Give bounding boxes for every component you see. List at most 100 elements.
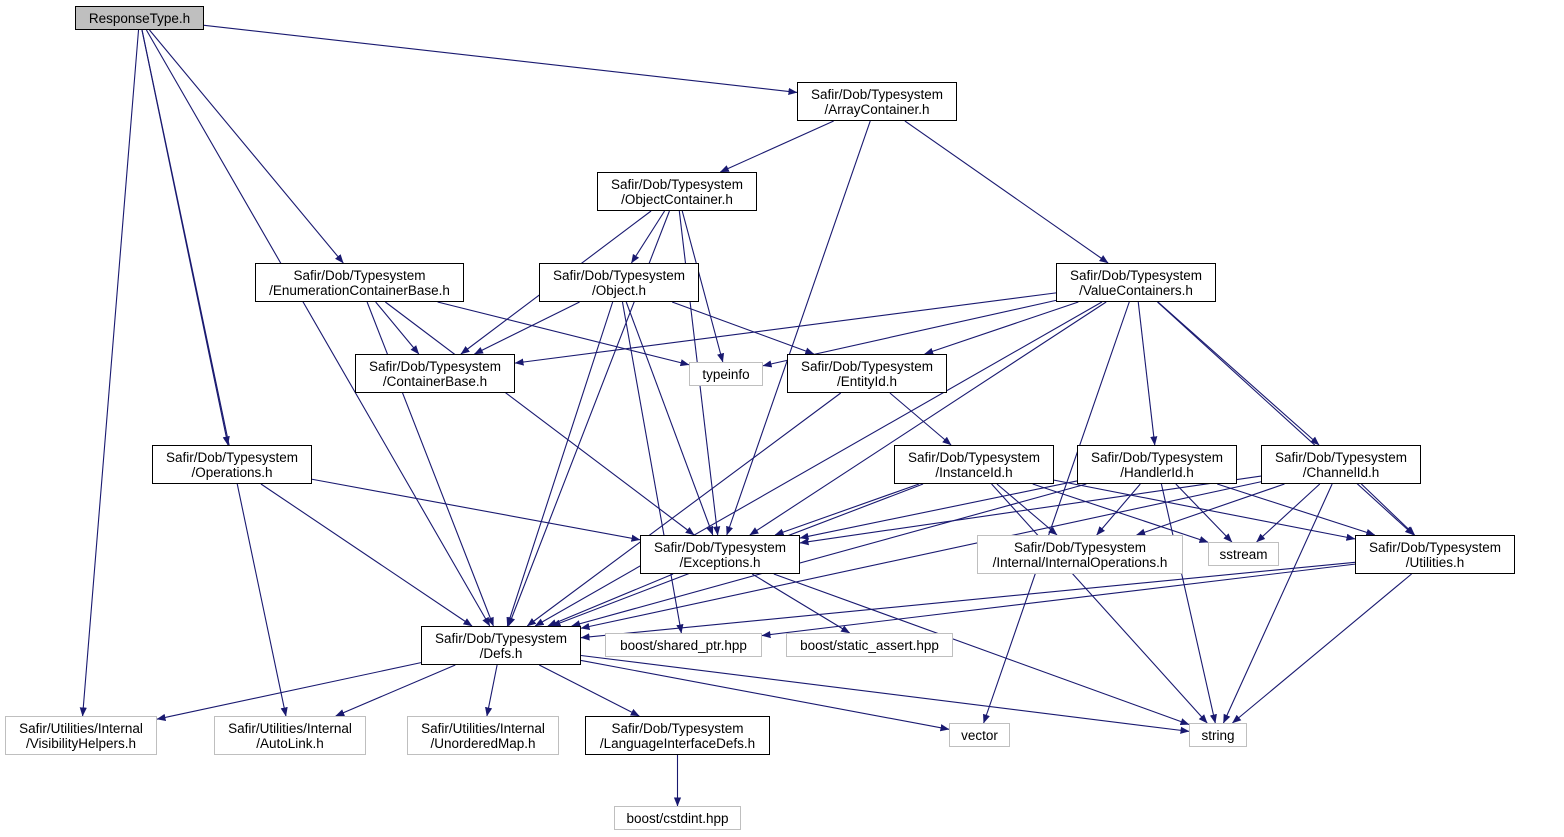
edge-enum-container-base-to-container-base bbox=[375, 301, 420, 355]
node-label: boost/shared_ptr.hpp bbox=[620, 637, 747, 653]
node-operations[interactable]: Safir/Dob/Typesystem /Operations.h bbox=[152, 445, 312, 484]
edge-instance-id-to-utilities bbox=[1053, 479, 1356, 541]
node-label: /HandlerId.h bbox=[1120, 464, 1194, 480]
edge-channel-id-to-string bbox=[1222, 483, 1333, 724]
node-label: /VisibilityHelpers.h bbox=[25, 735, 137, 751]
node-visibility-helpers: Safir/Utilities/Internal /VisibilityHelp… bbox=[5, 716, 157, 755]
edge-object-to-shared-ptr bbox=[621, 301, 684, 634]
edge-array-container-to-object-container bbox=[719, 120, 834, 173]
node-label: Safir/Dob/Typesystem bbox=[552, 267, 686, 283]
node-instance-id[interactable]: Safir/Dob/Typesystem /InstanceId.h bbox=[894, 445, 1054, 484]
edge-channel-id-to-exceptions bbox=[799, 475, 1262, 546]
node-exceptions[interactable]: Safir/Dob/Typesystem /Exceptions.h bbox=[640, 535, 800, 574]
node-label: /LanguageInterfaceDefs.h bbox=[599, 735, 756, 751]
edge-exceptions-to-string bbox=[773, 573, 1190, 726]
node-label: Safir/Dob/Typesystem bbox=[1368, 539, 1502, 555]
edge-object-to-defs bbox=[506, 301, 614, 627]
node-language-interface-defs[interactable]: Safir/Dob/Typesystem /LanguageInterfaceD… bbox=[585, 716, 770, 755]
edge-value-containers-to-container-base bbox=[514, 292, 1057, 366]
node-value-containers[interactable]: Safir/Dob/Typesystem /ValueContainers.h bbox=[1056, 263, 1216, 302]
node-label: Safir/Dob/Typesystem bbox=[907, 449, 1041, 465]
edge-operations-to-exceptions bbox=[311, 478, 641, 542]
node-label: /ChannelId.h bbox=[1302, 464, 1380, 480]
node-label: /Defs.h bbox=[479, 645, 523, 661]
edge-handler-id-to-string bbox=[1160, 483, 1217, 724]
edge-value-containers-to-defs bbox=[534, 301, 1103, 627]
node-entity-id[interactable]: Safir/Dob/Typesystem /EntityId.h bbox=[787, 354, 947, 393]
edge-defs-to-language-interface-defs bbox=[538, 664, 640, 717]
node-label: Safir/Dob/Typesystem bbox=[800, 358, 934, 374]
node-label: boost/static_assert.hpp bbox=[800, 637, 939, 653]
edge-response-type-to-array-container bbox=[203, 24, 798, 96]
node-label: Safir/Dob/Typesystem bbox=[1013, 539, 1147, 555]
edge-channel-id-to-sstream bbox=[1256, 483, 1321, 543]
node-label: ResponseType.h bbox=[88, 10, 191, 26]
edge-instance-id-to-sstream bbox=[1032, 483, 1209, 543]
node-label: /AutoLink.h bbox=[256, 735, 324, 751]
edge-entity-id-to-defs bbox=[526, 392, 842, 627]
node-label: /ContainerBase.h bbox=[382, 373, 488, 389]
node-cstdint: boost/cstdint.hpp bbox=[614, 806, 741, 830]
edge-entity-id-to-instance-id bbox=[889, 392, 952, 446]
node-label: /Exceptions.h bbox=[679, 554, 761, 570]
edge-object-to-exceptions bbox=[625, 301, 714, 536]
node-sstream: sstream bbox=[1208, 542, 1279, 566]
node-label: /EnumerationContainerBase.h bbox=[269, 282, 450, 298]
node-channel-id[interactable]: Safir/Dob/Typesystem /ChannelId.h bbox=[1261, 445, 1421, 484]
node-string: string bbox=[1189, 723, 1247, 747]
node-label: typeinfo bbox=[702, 366, 750, 382]
edge-value-containers-to-entity-id bbox=[924, 301, 1079, 355]
edge-defs-to-unordered-map bbox=[485, 664, 498, 717]
node-label: Safir/Utilities/Internal bbox=[421, 720, 545, 736]
edge-response-type-to-visibility-helpers bbox=[79, 29, 140, 717]
edge-handler-id-to-utilities bbox=[1217, 483, 1376, 536]
node-label: boost/cstdint.hpp bbox=[626, 810, 729, 826]
node-label: /Operations.h bbox=[191, 464, 273, 480]
edge-response-type-to-auto-link bbox=[141, 29, 288, 717]
node-object-container[interactable]: Safir/Dob/Typesystem /ObjectContainer.h bbox=[597, 172, 757, 211]
edge-response-type-to-enum-container-base bbox=[149, 29, 344, 264]
edge-defs-to-auto-link bbox=[335, 664, 456, 717]
node-label: /ArrayContainer.h bbox=[824, 101, 930, 117]
node-label: Safir/Dob/Typesystem bbox=[610, 176, 744, 192]
node-static-assert: boost/static_assert.hpp bbox=[786, 633, 953, 657]
node-container-base[interactable]: Safir/Dob/Typesystem /ContainerBase.h bbox=[355, 354, 515, 393]
node-label: /Utilities.h bbox=[1405, 554, 1465, 570]
edge-operations-to-defs bbox=[260, 483, 473, 627]
edge-handler-id-to-internal-operations bbox=[1096, 483, 1141, 536]
node-label: /InstanceId.h bbox=[935, 464, 1013, 480]
edge-utilities-to-defs bbox=[580, 561, 1356, 641]
edge-array-container-to-value-containers bbox=[904, 120, 1109, 264]
edge-exceptions-to-static-assert bbox=[751, 573, 851, 634]
node-label: Safir/Dob/Typesystem bbox=[653, 539, 787, 555]
node-label: Safir/Dob/Typesystem bbox=[293, 267, 426, 283]
node-label: /UnorderedMap.h bbox=[430, 735, 536, 751]
node-response-type: ResponseType.h bbox=[75, 6, 204, 30]
node-label: /Internal/InternalOperations.h bbox=[992, 554, 1168, 570]
node-label: Safir/Dob/Typesystem bbox=[1090, 449, 1224, 465]
edge-handler-id-to-exceptions bbox=[799, 480, 1078, 540]
edge-object-container-to-object bbox=[630, 210, 666, 264]
node-label: Safir/Dob/Typesystem bbox=[434, 630, 568, 646]
edge-handler-id-to-sstream bbox=[1175, 483, 1233, 543]
node-label: string bbox=[1201, 727, 1235, 743]
node-label: /EntityId.h bbox=[836, 373, 898, 389]
edge-array-container-to-exceptions bbox=[726, 120, 871, 536]
edge-value-containers-to-utilities bbox=[1157, 301, 1414, 536]
node-defs[interactable]: Safir/Dob/Typesystem /Defs.h bbox=[421, 626, 581, 665]
edge-value-containers-to-exceptions bbox=[749, 301, 1107, 536]
edge-channel-id-to-utilities bbox=[1360, 483, 1416, 536]
node-object[interactable]: Safir/Dob/Typesystem /Object.h bbox=[539, 263, 699, 302]
node-label: Safir/Utilities/Internal bbox=[228, 720, 352, 736]
edge-handler-id-to-defs bbox=[571, 483, 1087, 628]
node-label: Safir/Utilities/Internal bbox=[19, 720, 143, 736]
edge-utilities-to-string bbox=[1232, 573, 1412, 724]
edge-utilities-to-shared-ptr bbox=[761, 563, 1356, 639]
node-enumeration-container-base[interactable]: Safir/Dob/Typesystem /EnumerationContain… bbox=[255, 263, 464, 302]
node-handler-id[interactable]: Safir/Dob/Typesystem /HandlerId.h bbox=[1077, 445, 1237, 484]
node-label: /Object.h bbox=[591, 282, 647, 298]
node-utilities[interactable]: Safir/Dob/Typesystem /Utilities.h bbox=[1355, 535, 1515, 574]
edge-instance-id-to-exceptions bbox=[774, 483, 920, 536]
node-array-container[interactable]: Safir/Dob/Typesystem /ArrayContainer.h bbox=[797, 82, 957, 121]
edge-channel-id-to-defs bbox=[580, 481, 1262, 630]
